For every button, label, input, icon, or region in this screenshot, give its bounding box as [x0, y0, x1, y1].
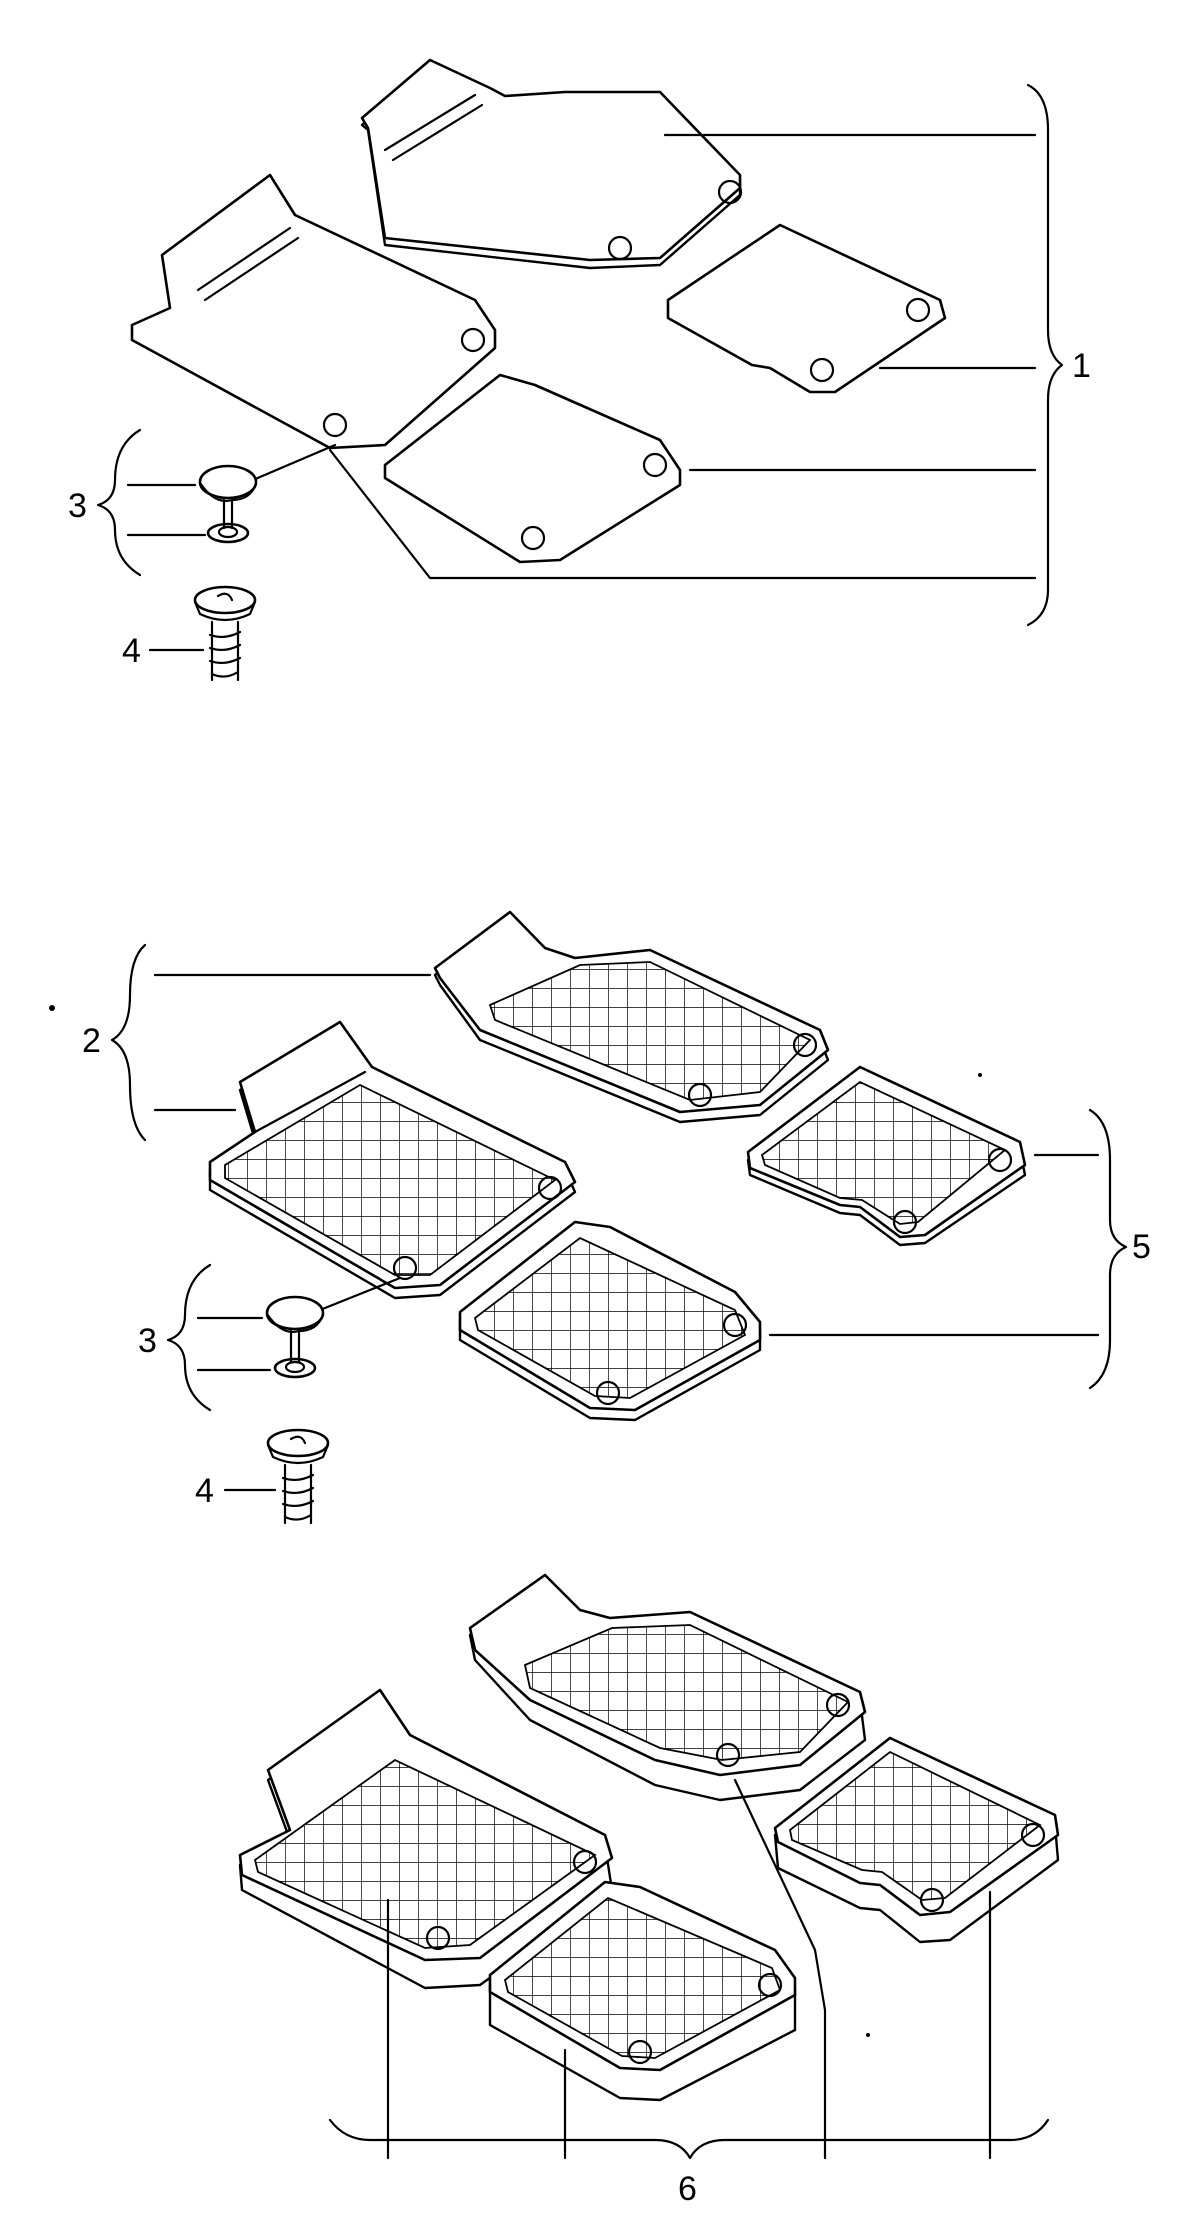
callout-3b: 3	[138, 1322, 157, 1360]
section-grid-mats: 2 5 3 4	[49, 910, 1151, 1525]
mat-rear-left-grid	[458, 1220, 762, 1422]
dot-mark	[49, 1005, 55, 1011]
brace-2	[110, 943, 147, 1142]
mat-rear-right-grid	[746, 1065, 1027, 1247]
brace-1	[1026, 83, 1064, 627]
brace-6	[328, 2118, 1050, 2160]
callout-4a: 4	[122, 632, 141, 670]
brace-3b	[166, 1263, 212, 1412]
mat-front-right-grid	[433, 910, 830, 1124]
dot-mark-c	[866, 2033, 870, 2037]
section-plain-mats: 1 3 4	[68, 58, 1091, 682]
mat-front-left-grid	[208, 1020, 577, 1300]
fastener-cap-and-clip-b	[265, 1276, 402, 1379]
brace-5	[1088, 1108, 1128, 1390]
callout-1: 1	[1072, 347, 1091, 385]
mat-rear-right-plain	[666, 223, 947, 394]
mat-front-right-plain	[360, 58, 743, 270]
fastener-cap-and-clip	[198, 464, 258, 544]
mat-front-left-thick	[238, 1688, 614, 1990]
dot-mark-b	[978, 1073, 982, 1077]
screw-b	[266, 1428, 330, 1525]
mat-rear-left-thick	[488, 1880, 797, 2102]
callout-2: 2	[82, 1022, 101, 1060]
callout-4b: 4	[195, 1472, 214, 1510]
mat-front-right-thick	[468, 1573, 867, 1802]
callout-5: 5	[1132, 1228, 1151, 1266]
brace-3a	[96, 428, 142, 577]
mat-rear-right-thick	[773, 1736, 1060, 1944]
screw-a	[193, 585, 257, 682]
mat-front-left-plain	[130, 173, 497, 450]
callout-6: 6	[678, 2170, 697, 2208]
callout-3a: 3	[68, 487, 87, 525]
section-thick-grid-mats: 6	[238, 1573, 1060, 2208]
mat-rear-left-plain	[383, 373, 682, 564]
